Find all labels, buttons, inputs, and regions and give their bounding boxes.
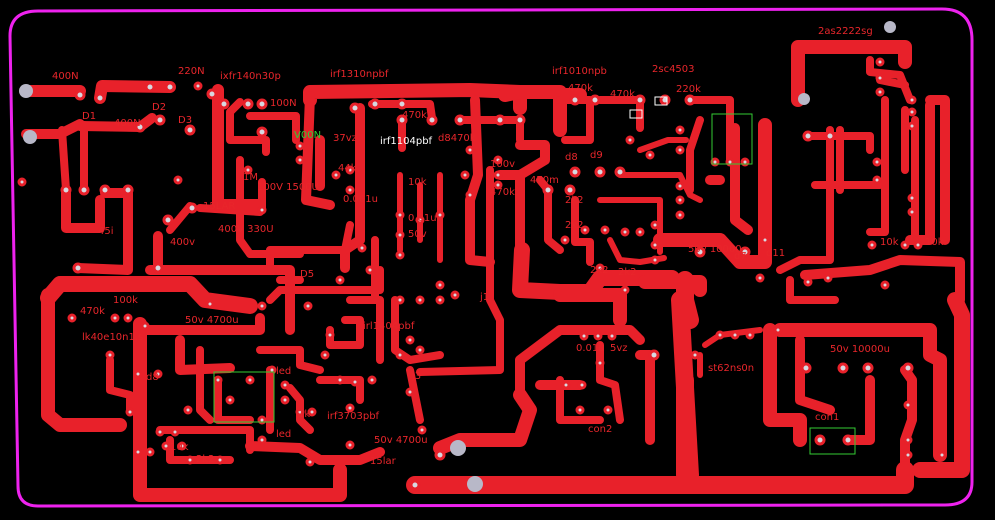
label-470k-3: 470k	[610, 89, 635, 100]
label-100v: 100v	[490, 159, 516, 170]
label-100k: 100k	[113, 295, 138, 306]
label-5vz: 5vz	[610, 343, 628, 354]
label-d8470k: d8470k	[438, 133, 476, 144]
label-100n: 100N	[270, 98, 297, 109]
label-lk40e10n1: lk40e10n1.s	[82, 332, 144, 343]
label-50v-10000-a: 50v 10000	[688, 244, 742, 255]
label-1m: 1M	[243, 172, 258, 183]
label-2as2222sg: 2as2222sg	[818, 26, 873, 37]
board-outline	[8, 7, 974, 508]
label-220k: 220k	[676, 84, 701, 95]
label-50v-4700u-a: 50v 4700u	[185, 315, 239, 326]
label-400n-2: 400N	[114, 118, 141, 129]
label-470k-5: 470k	[80, 306, 105, 317]
label-45i: 45i	[98, 226, 114, 237]
label-j1: j1	[480, 292, 490, 303]
label-2k2-e: 2k2	[196, 454, 215, 465]
label-d8: d8	[565, 152, 578, 163]
label-irf1104pbf: irf1104pbf	[380, 136, 433, 147]
label-37vz: 37vz	[333, 133, 357, 144]
label-led-1: led	[276, 366, 292, 377]
label-irf1310npbf: irf1310npbf	[330, 69, 389, 80]
label-400v: 400v	[170, 237, 196, 248]
label-irl1404pbf: irl1404pbf	[363, 321, 415, 332]
label-15lar-2: 15lar	[370, 456, 396, 467]
label-con1: con1	[815, 412, 840, 423]
label-d8-b: d8	[146, 372, 159, 383]
label-0001u: 0.001u	[343, 194, 378, 205]
label-400v-330u: 400V 330U	[218, 224, 274, 235]
label-1k: 1k	[298, 409, 311, 420]
label-001u: 0.01u	[408, 213, 437, 224]
label-d1: D1	[82, 111, 97, 122]
copper-tracks	[20, 40, 970, 502]
label-2k2-b: 2k2	[565, 220, 584, 231]
label-irf3703pbf: irf3703pbf	[327, 411, 380, 422]
label-470m: 470m	[530, 175, 559, 186]
label-220n: 220N	[178, 66, 205, 77]
label-400n: 400N	[52, 71, 79, 82]
label-10k-1: 10k	[408, 177, 427, 188]
label-st62ns0n: st62ns0n	[708, 363, 755, 374]
label-v00n: V00N	[294, 130, 322, 141]
label-j3: j3	[412, 371, 422, 382]
pads	[17, 21, 947, 492]
label-ixfr140n30p: ixfr140n30p	[220, 71, 281, 82]
label-470k-1: 470k	[402, 110, 427, 121]
label-con2: con2	[588, 424, 613, 435]
label-50v-10000u-b: 50v 10000u	[830, 344, 890, 355]
label-001u-2: 0.01u	[576, 343, 605, 354]
label-44k: 44k	[338, 163, 357, 174]
label-led-2: led	[276, 429, 292, 440]
label-10k-2: 10k	[880, 237, 899, 248]
label-10k-3: 10k	[925, 237, 944, 248]
label-d9: d9	[590, 150, 603, 161]
label-470k-2: 470k	[568, 83, 593, 94]
label-15lar: 15LAR	[203, 201, 236, 212]
label-2k2-d: 2k2	[618, 267, 637, 278]
label-2k2-c: 2k2	[590, 265, 609, 276]
label-d2: D2	[152, 102, 167, 113]
label-d5: D5	[300, 269, 315, 280]
label-470k-4: 470k	[490, 187, 515, 198]
label-irf1010npb: irf1010npb	[552, 66, 607, 77]
label-100v-1500u: 100V 1500U	[257, 182, 319, 193]
label-50v-4700u-b: 50v 4700u	[374, 435, 428, 446]
white-silk	[629, 96, 668, 119]
silkscreen-outlines	[213, 113, 856, 455]
label-1: 1	[198, 397, 205, 408]
label-2sc4503: 2sc4503	[652, 64, 695, 75]
label-d7: d7	[734, 251, 747, 262]
label-2k2-a: 2k2	[565, 195, 584, 206]
label-d3: D3	[178, 115, 193, 126]
label-50v: 50v	[408, 229, 427, 240]
label-d11: d11	[766, 248, 786, 259]
label-10k-4: 10k	[170, 442, 189, 453]
